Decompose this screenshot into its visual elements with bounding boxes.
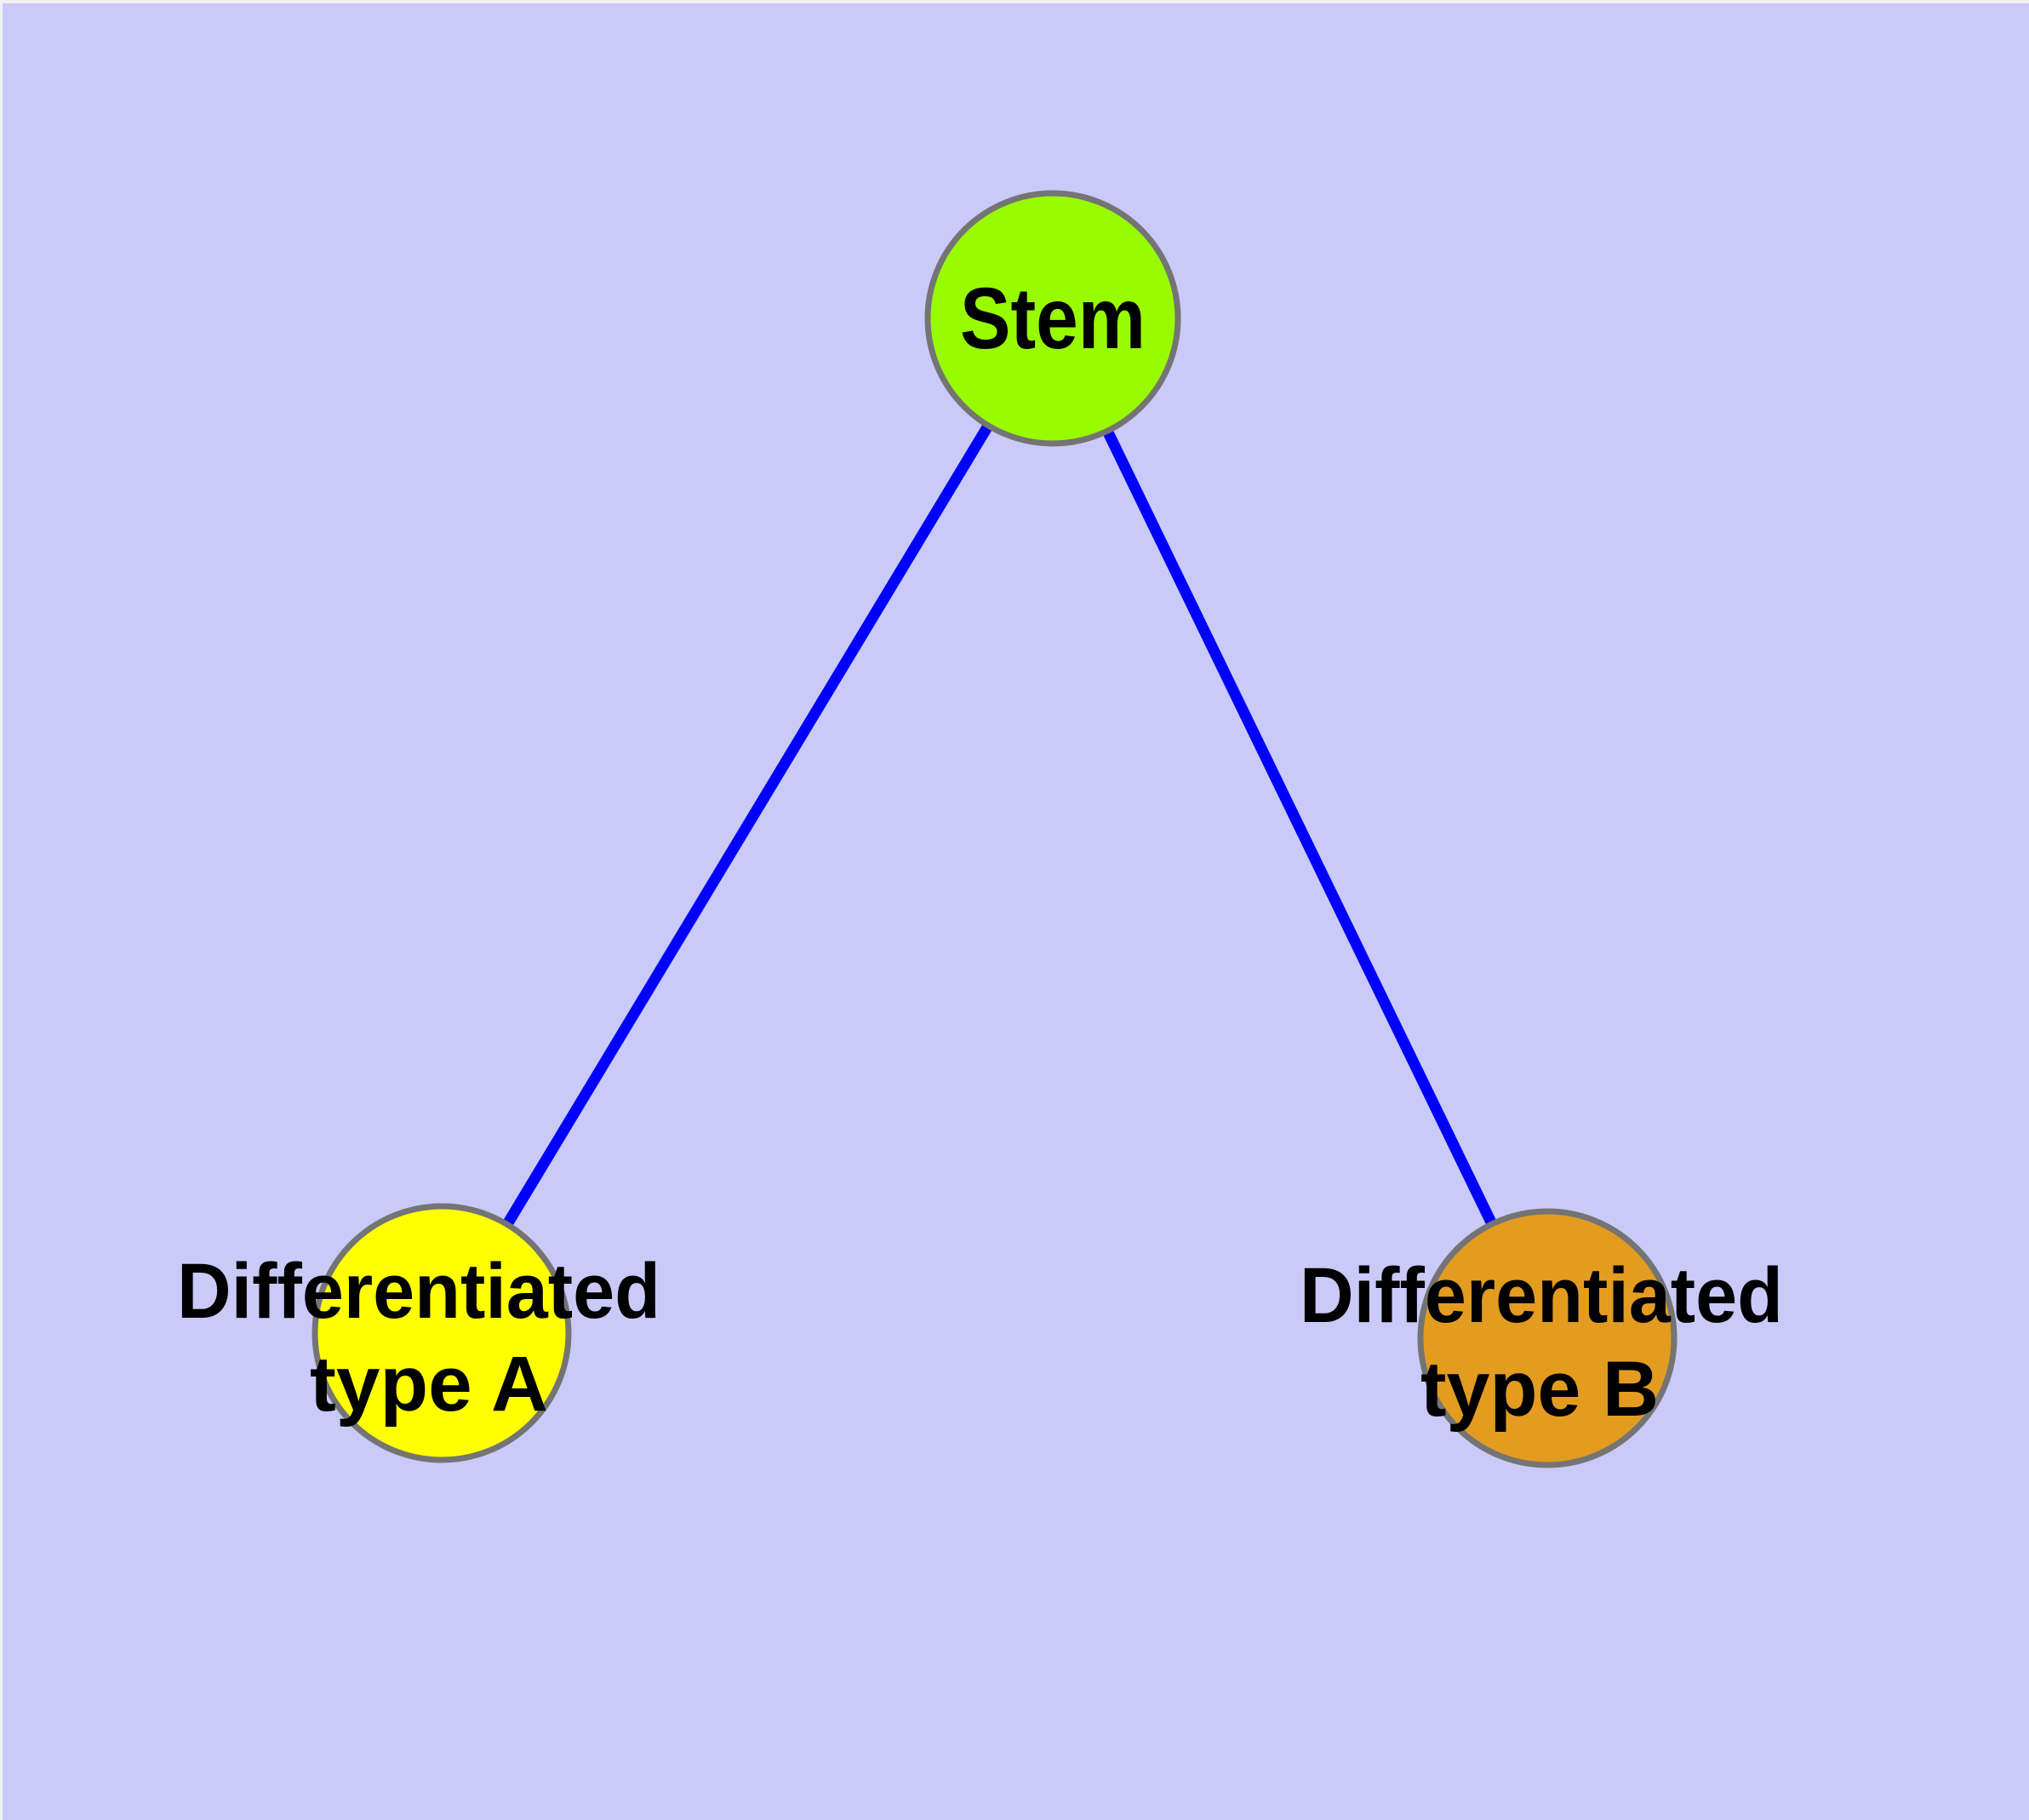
node-differentiated-type-a-shape[interactable]	[311, 1203, 572, 1463]
edge-layer	[437, 315, 1552, 1341]
edge-stem-to-type-a[interactable]	[437, 315, 1058, 1336]
node-stem-label: Stem	[960, 270, 1146, 367]
node-differentiated-type-b-label-line1: Differentiated	[1300, 1252, 1783, 1339]
node-differentiated-type-b[interactable]: Differentiated type B	[1300, 1208, 1783, 1468]
node-stem-shape[interactable]	[924, 190, 1181, 447]
node-differentiated-type-b-label-line2: type B	[1420, 1346, 1659, 1433]
window-edge-left	[0, 0, 3, 1820]
node-stem[interactable]: Stem	[924, 190, 1181, 447]
node-differentiated-type-a-label-line1: Differentiated	[177, 1248, 660, 1335]
node-differentiated-type-a-label-line2: type A	[310, 1341, 548, 1428]
node-differentiated-type-b-shape[interactable]	[1417, 1208, 1677, 1468]
edge-stem-to-type-b[interactable]	[1048, 316, 1552, 1341]
window-edge-top	[0, 0, 2029, 3]
node-differentiated-type-a[interactable]: Differentiated type A	[177, 1203, 660, 1463]
